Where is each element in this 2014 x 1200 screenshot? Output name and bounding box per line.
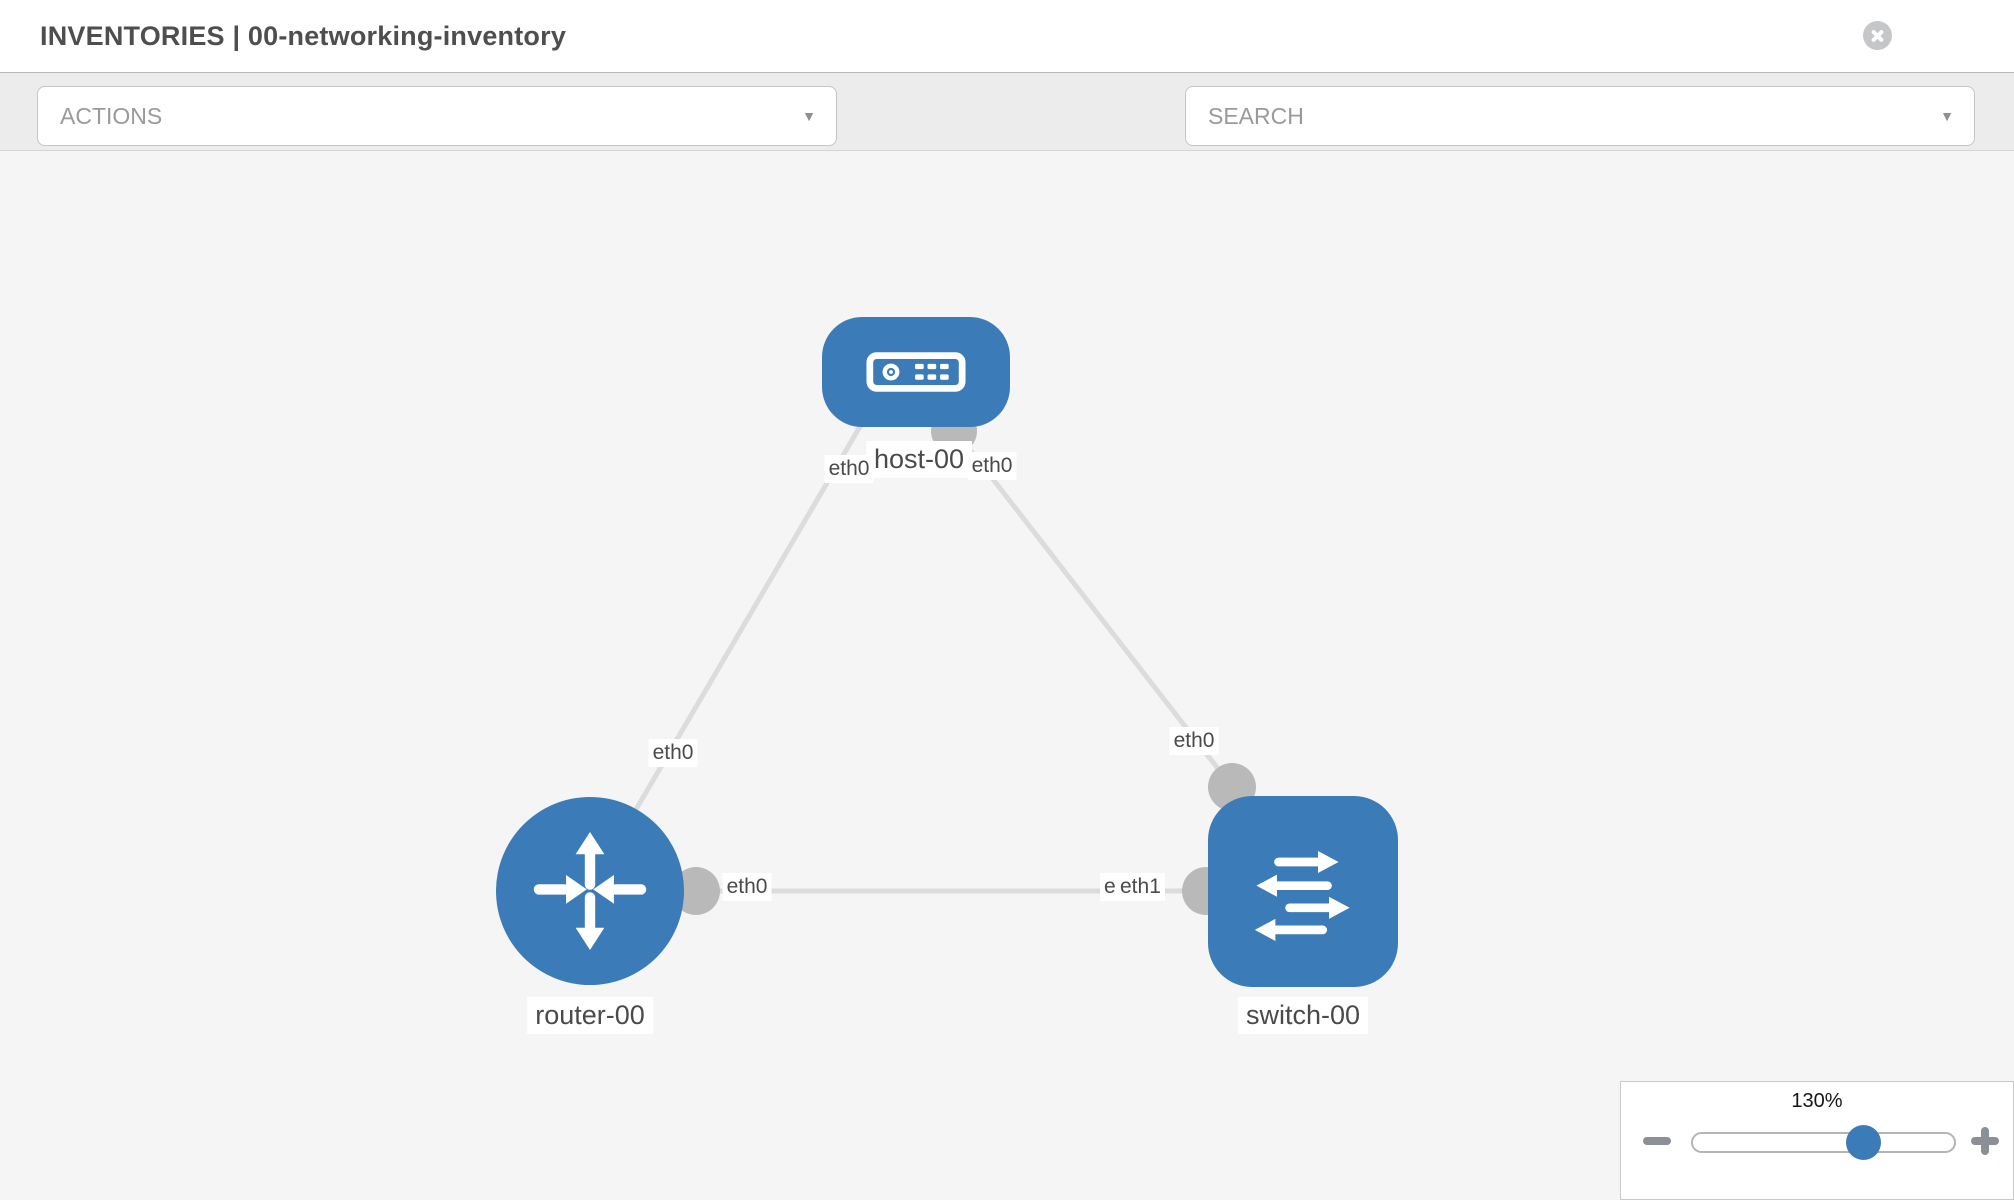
- iface-label-switch-eth0: eth0: [1169, 727, 1219, 755]
- chevron-down-icon: ▼: [802, 108, 816, 124]
- actions-dropdown-label: ACTIONS: [60, 103, 163, 129]
- header: INVENTORIES | 00-networking-inventory: [0, 0, 2014, 72]
- iface-label-router-eth0-mid: eth0: [722, 873, 772, 901]
- iface-label-switch-eth1: eth1: [1116, 873, 1165, 901]
- iface-label-router-eth0: eth0: [648, 739, 698, 767]
- zoom-level: 130%: [1791, 1090, 1843, 1112]
- link-host-router: [597, 404, 875, 873]
- interface-dot-router-eth0[interactable]: [672, 867, 720, 915]
- close-icon[interactable]: [1863, 21, 1892, 50]
- node-label-switch: switch-00: [1237, 997, 1369, 1034]
- page-title: INVENTORIES | 00-networking-inventory: [40, 21, 567, 51]
- iface-label-host-eth0-left: eth0: [824, 455, 874, 483]
- zoom-in-icon[interactable]: [1971, 1127, 1999, 1155]
- node-host-00[interactable]: [822, 317, 1010, 427]
- topology-canvas[interactable]: host-00 router-00 switch-00 eth0 eth0 et…: [0, 151, 2014, 1200]
- router-icon: [533, 831, 647, 951]
- node-router-00[interactable]: [496, 797, 684, 985]
- topology-links-layer: [597, 404, 1256, 915]
- toolbar: ACTIONS ▼ SEARCH ▼: [0, 72, 2014, 200]
- zoom-panel: 130%: [1620, 1081, 2014, 1200]
- node-switch-00[interactable]: [1208, 796, 1398, 987]
- host-icon: [866, 352, 966, 392]
- chevron-down-icon: ▼: [1940, 108, 1954, 124]
- switch-icon: [1254, 850, 1350, 941]
- search-dropdown[interactable]: SEARCH ▼: [1185, 86, 1975, 146]
- zoom-out-icon[interactable]: [1643, 1137, 1671, 1145]
- search-placeholder: SEARCH: [1208, 103, 1304, 129]
- zoom-slider-track[interactable]: [1691, 1132, 1956, 1153]
- zoom-slider-knob[interactable]: [1846, 1125, 1881, 1160]
- iface-label-host-eth0-right: eth0: [967, 452, 1017, 480]
- node-label-host: host-00: [865, 441, 973, 478]
- actions-dropdown[interactable]: ACTIONS ▼: [37, 86, 837, 146]
- node-label-router: router-00: [527, 997, 653, 1034]
